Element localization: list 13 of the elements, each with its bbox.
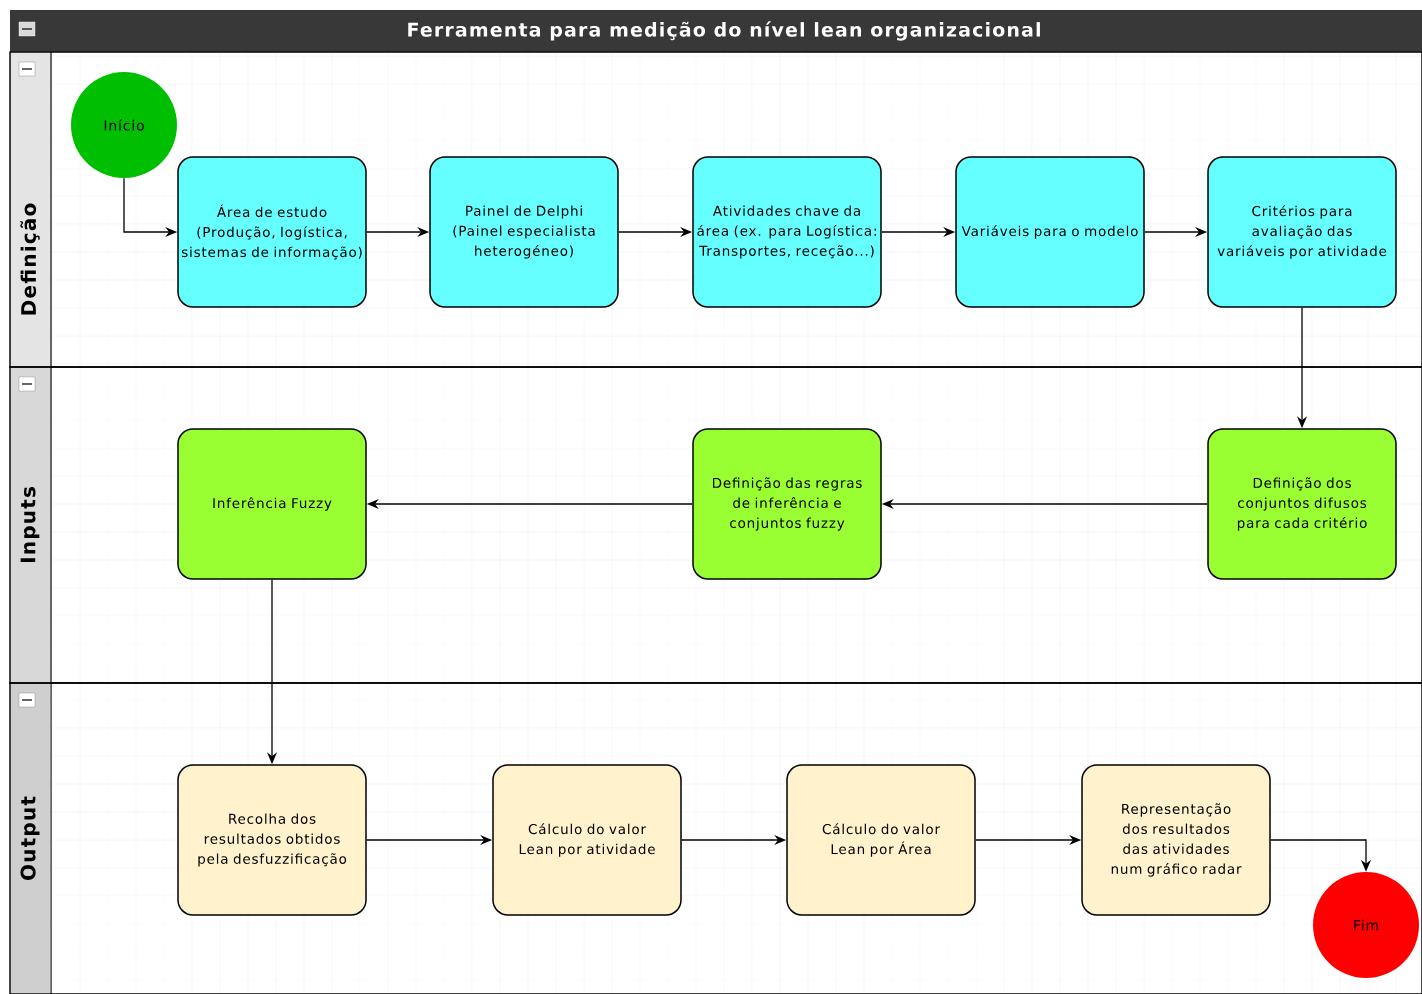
process-box: Área de estudo (Produção, logística, sistemas de informação) (177, 156, 367, 308)
process-box: Variáveis para o modelo (955, 156, 1145, 308)
process-box: Definição dos conjuntos difusos para cada critério (1207, 428, 1397, 580)
process-box: Atividades chave da área (ex. para Logística: Transportes, receção...) (692, 156, 882, 308)
process-box: Critérios para avaliação das variáveis por atividade (1207, 156, 1397, 308)
process-box: Painel de Delphi (Painel especialista heterogéneo) (429, 156, 619, 308)
process-box: Definição das regras de inferência e conjuntos fuzzy (692, 428, 882, 580)
process-box: Inferência Fuzzy (177, 428, 367, 580)
process-box: Cálculo do valor Lean por atividade (492, 764, 682, 916)
process-box: Recolha dos resultados obtidos pela desfuzzificação (177, 764, 367, 916)
process-box: Representação dos resultados das atividades num gráfico radar (1081, 764, 1271, 916)
process-box: Cálculo do valor Lean por Área (786, 764, 976, 916)
title-bar: Ferramenta para medição do nível lean organizacional (10, 10, 1422, 52)
